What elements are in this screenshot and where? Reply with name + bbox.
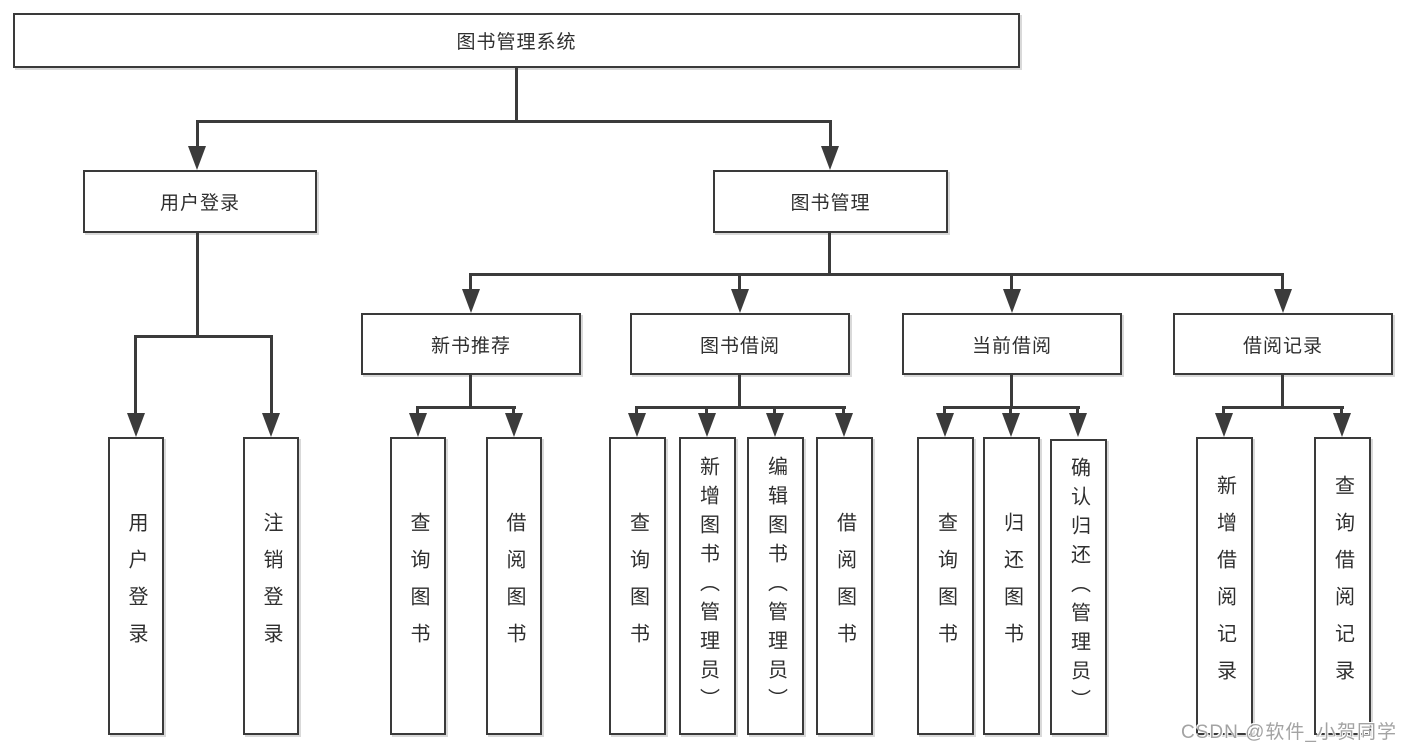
- connector-arrow-line-cb-return: [1009, 406, 1012, 416]
- arrowhead-cb-confirm: [1069, 413, 1087, 437]
- node-new-books-label: 新书推荐: [430, 335, 511, 357]
- node-borrowing-label: 图书借阅: [699, 335, 780, 357]
- node-leaf-cb-return-label: 归还图书: [1000, 512, 1023, 660]
- arrowhead-new-books: [462, 289, 480, 313]
- connector-arrow-line-cb-query: [943, 406, 946, 416]
- connector-arrow-line-nb-borrow: [512, 406, 515, 416]
- connector-arrow-line-book-management: [829, 120, 832, 148]
- node-leaf-br-add: 新增借阅记录: [1196, 437, 1253, 735]
- node-leaf-bb-add-label: 新增图书（管理员）: [696, 455, 719, 717]
- node-leaf-logout-label: 注销登录: [260, 512, 282, 660]
- node-leaf-bb-edit-label: 编辑图书（管理员）: [764, 455, 787, 717]
- connector-arrow-line-cb-confirm: [1076, 406, 1079, 416]
- connector-records-stub: [1281, 375, 1284, 408]
- connector-arrow-line-user-login: [196, 120, 199, 148]
- connector-arrow-line-br-add: [1222, 406, 1225, 416]
- node-leaf-user-login-label: 用户登录: [125, 512, 147, 660]
- node-leaf-bb-edit: 编辑图书（管理员）: [747, 437, 804, 735]
- arrowhead-logout: [262, 413, 280, 437]
- node-leaf-nb-borrow: 借阅图书: [486, 437, 542, 735]
- node-user-login-label: 用户登录: [159, 193, 240, 214]
- arrowhead-login: [127, 413, 145, 437]
- arrowhead-bb-add: [698, 413, 716, 437]
- connector-current-rail: [944, 406, 1080, 409]
- csdn-watermark: CSDN @软件_小贺同学: [1181, 722, 1397, 743]
- connector-current-stub: [1010, 375, 1013, 408]
- connector-arrow-line-nb-query: [416, 406, 419, 416]
- connector-arrow-line-login: [134, 335, 137, 415]
- connector-borrowing-rail: [636, 406, 846, 409]
- connector-level2-rail: [469, 273, 1284, 276]
- node-current-label: 当前借阅: [971, 335, 1052, 357]
- arrowhead-nb-borrow: [505, 413, 523, 437]
- connector-arrow-line-bb-borrow: [842, 406, 845, 416]
- node-book-management-label: 图书管理: [790, 193, 871, 214]
- node-root-label: 图书管理系统: [456, 32, 577, 53]
- connector-new-books-stub: [469, 375, 472, 408]
- connector-arrow-line-current: [1010, 273, 1013, 291]
- node-leaf-cb-confirm-label: 确认归还（管理员）: [1067, 456, 1090, 718]
- connector-user-login-stub: [196, 233, 199, 338]
- connector-arrow-line-borrowing: [738, 273, 741, 291]
- node-leaf-bb-borrow-label: 借阅图书: [833, 512, 856, 660]
- node-current: 当前借阅: [902, 313, 1122, 375]
- connector-arrow-line-bb-add: [705, 406, 708, 416]
- connector-new-books-rail: [416, 406, 516, 409]
- arrowhead-cb-query: [936, 413, 954, 437]
- arrowhead-bb-borrow: [835, 413, 853, 437]
- arrowhead-bb-edit: [766, 413, 784, 437]
- node-leaf-br-query-label: 查询借阅记录: [1331, 475, 1354, 697]
- node-records-label: 借阅记录: [1242, 335, 1323, 357]
- node-root: 图书管理系统: [13, 13, 1020, 68]
- connector-arrow-line-bb-query: [635, 406, 638, 416]
- connector-book-management-stub: [828, 233, 831, 275]
- node-leaf-bb-query-label: 查询图书: [626, 512, 649, 660]
- arrowhead-borrowing: [731, 289, 749, 313]
- connector-arrow-line-new-books: [469, 273, 472, 291]
- node-leaf-cb-return: 归还图书: [983, 437, 1040, 735]
- node-leaf-nb-borrow-label: 借阅图书: [503, 512, 525, 660]
- node-leaf-br-query: 查询借阅记录: [1314, 437, 1371, 735]
- arrowhead-nb-query: [409, 413, 427, 437]
- arrowhead-book-management: [821, 146, 839, 170]
- connector-level1-rail: [196, 120, 832, 123]
- connector-user-login-rail: [134, 335, 273, 338]
- arrowhead-current: [1003, 289, 1021, 313]
- node-leaf-nb-query: 查询图书: [390, 437, 446, 735]
- arrowhead-br-query: [1333, 413, 1351, 437]
- node-new-books: 新书推荐: [361, 313, 581, 375]
- connector-root-stub: [515, 68, 518, 122]
- node-leaf-cb-query: 查询图书: [917, 437, 974, 735]
- node-leaf-bb-add: 新增图书（管理员）: [679, 437, 736, 735]
- connector-arrow-line-logout: [270, 335, 273, 415]
- node-book-management: 图书管理: [713, 170, 948, 233]
- node-leaf-bb-query: 查询图书: [609, 437, 666, 735]
- arrowhead-cb-return: [1002, 413, 1020, 437]
- node-leaf-cb-confirm: 确认归还（管理员）: [1050, 439, 1107, 735]
- arrowhead-user-login: [188, 146, 206, 170]
- node-user-login: 用户登录: [83, 170, 317, 233]
- node-records: 借阅记录: [1173, 313, 1393, 375]
- connector-borrowing-stub: [738, 375, 741, 408]
- node-leaf-logout: 注销登录: [243, 437, 299, 735]
- connector-arrow-line-bb-edit: [773, 406, 776, 416]
- arrowhead-br-add: [1215, 413, 1233, 437]
- node-borrowing: 图书借阅: [630, 313, 850, 375]
- node-leaf-br-add-label: 新增借阅记录: [1213, 475, 1236, 697]
- arrowhead-records: [1274, 289, 1292, 313]
- arrowhead-bb-query: [628, 413, 646, 437]
- connector-arrow-line-br-query: [1340, 406, 1343, 416]
- node-leaf-user-login: 用户登录: [108, 437, 164, 735]
- node-leaf-cb-query-label: 查询图书: [934, 512, 957, 660]
- connector-records-rail: [1223, 406, 1344, 409]
- node-leaf-nb-query-label: 查询图书: [407, 512, 429, 660]
- connector-arrow-line-records: [1281, 273, 1284, 291]
- node-leaf-bb-borrow: 借阅图书: [816, 437, 873, 735]
